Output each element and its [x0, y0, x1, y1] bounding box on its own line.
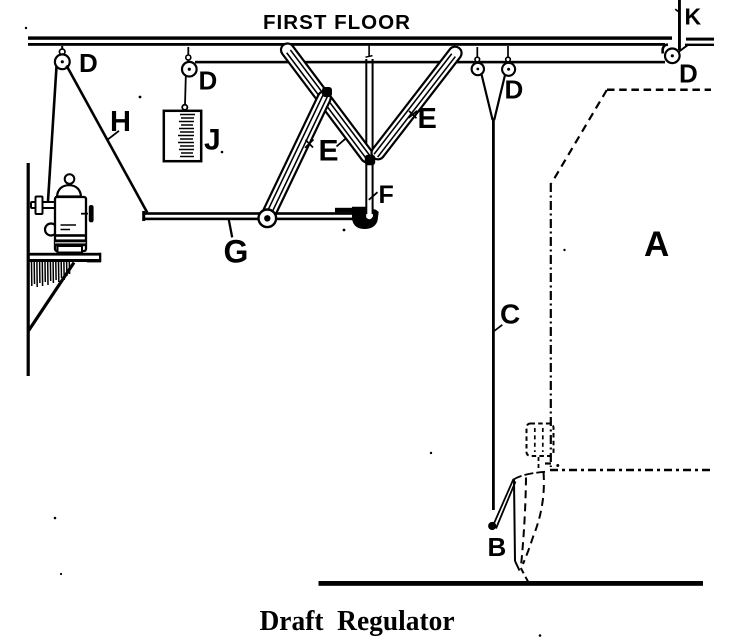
svg-text:Draft Regulator: Draft Regulator: [260, 606, 455, 637]
svg-text:FIRST FLOOR: FIRST FLOOR: [263, 11, 411, 34]
svg-text:J: J: [204, 124, 221, 157]
svg-text:B: B: [488, 532, 507, 562]
svg-text:C: C: [500, 298, 520, 329]
svg-text:D: D: [79, 48, 98, 78]
svg-text:H: H: [110, 106, 131, 138]
svg-text:D: D: [199, 66, 218, 96]
svg-text:D: D: [505, 74, 524, 104]
svg-text:E: E: [319, 135, 339, 168]
svg-text:E: E: [418, 103, 437, 135]
svg-text:K: K: [685, 4, 702, 30]
svg-text:A: A: [644, 225, 669, 264]
svg-text:D: D: [679, 59, 698, 89]
svg-text:G: G: [224, 234, 249, 270]
svg-text:F: F: [379, 181, 394, 209]
